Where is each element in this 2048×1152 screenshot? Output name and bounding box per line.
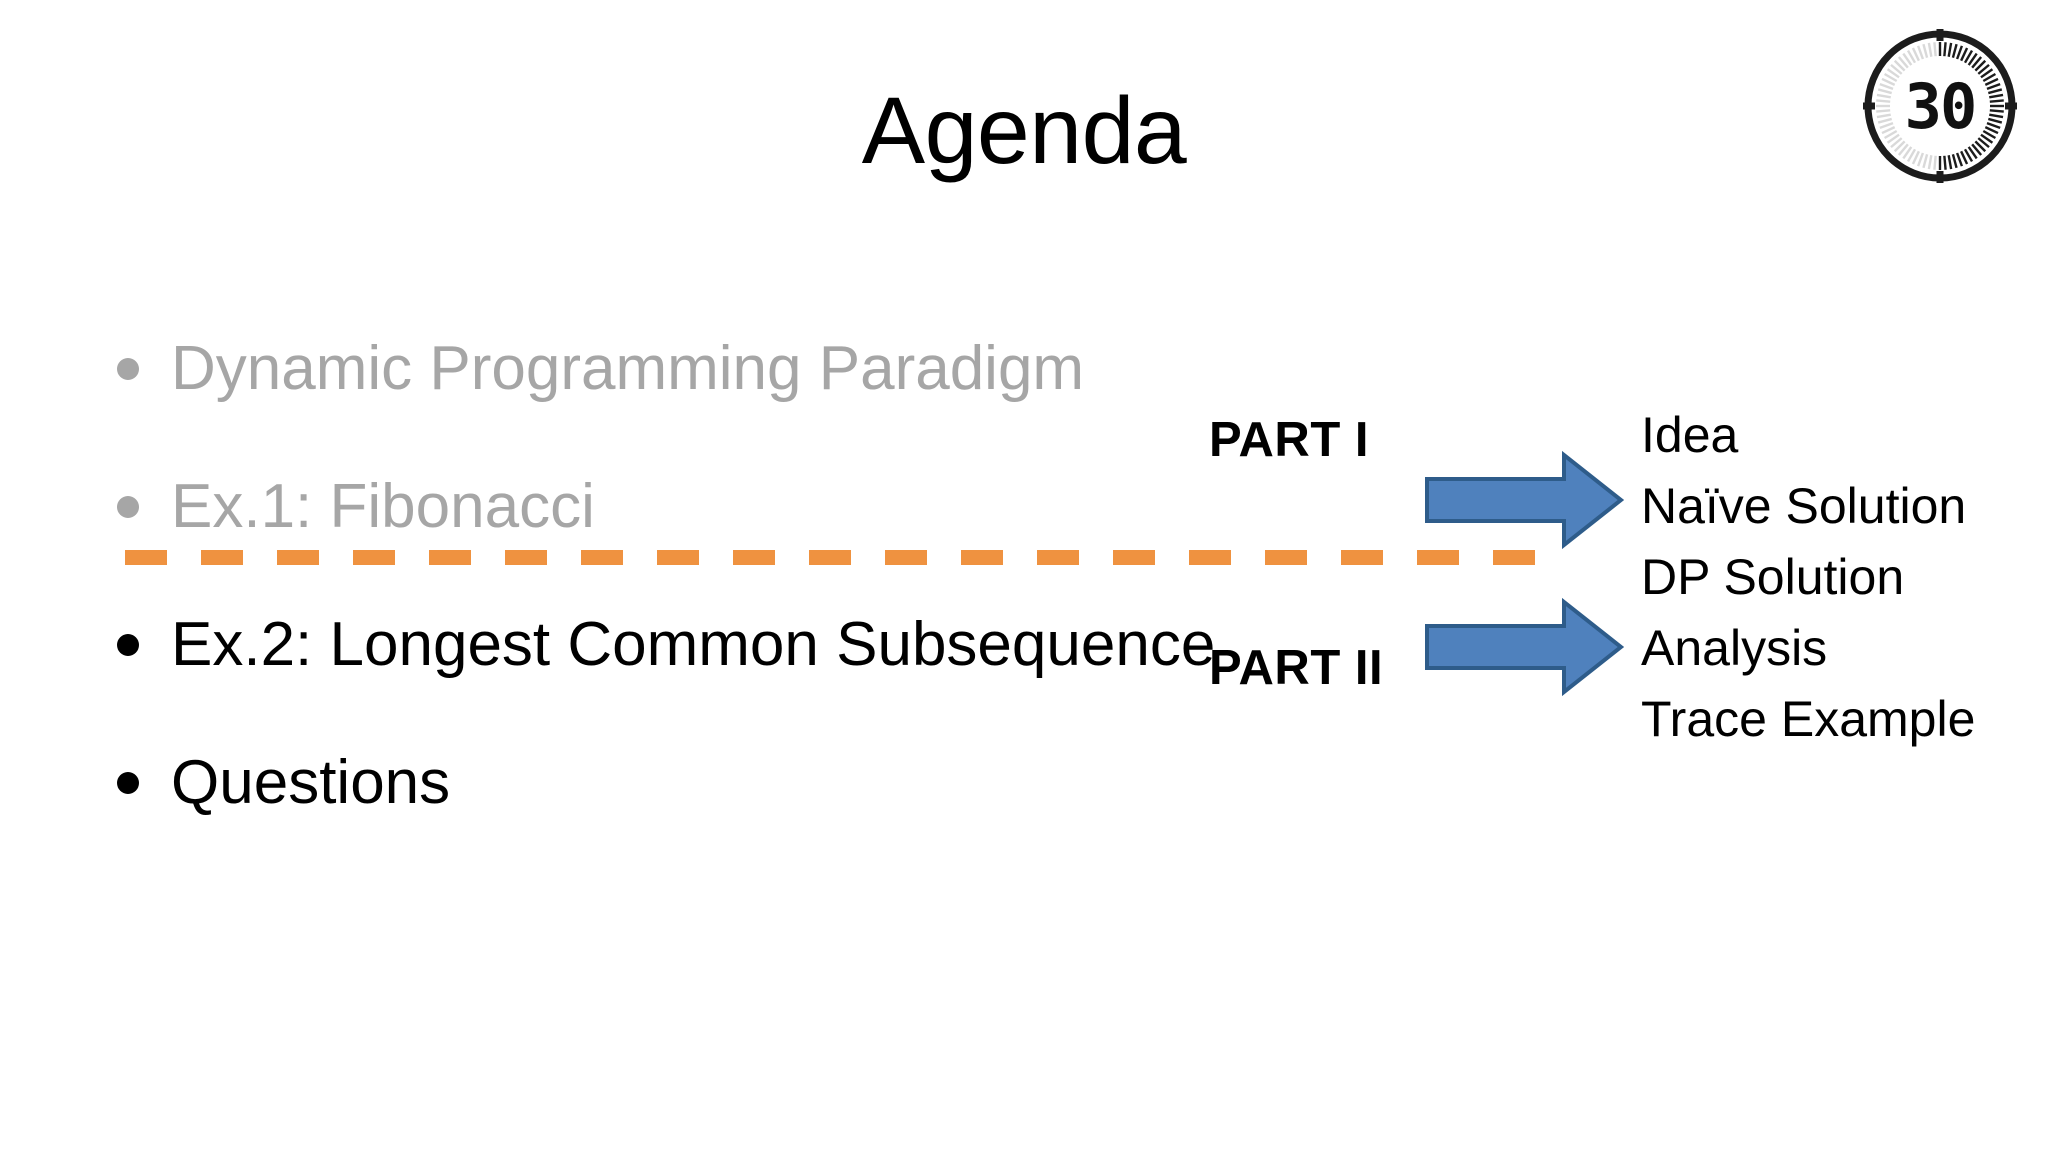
bullet-icon <box>117 634 139 656</box>
dashed-divider-line <box>125 550 1537 565</box>
subtopic-item: Naïve Solution <box>1641 478 1967 534</box>
dashed-divider <box>125 550 1540 570</box>
bullet-icon <box>117 358 139 380</box>
subtopic-item: DP Solution <box>1641 549 1905 605</box>
agenda-item-label: Ex.1: Fibonacci <box>171 471 595 541</box>
agenda-item-label: Ex.2: Longest Common Subsequence <box>171 609 1216 679</box>
part-two-label: PART II <box>1209 641 1384 695</box>
stopwatch-value: 30 <box>1905 70 1976 143</box>
agenda-item-label: Questions <box>171 747 451 817</box>
page-title: Agenda <box>861 78 1187 184</box>
subtopic-item: Trace Example <box>1641 691 1976 747</box>
bullet-icon <box>117 772 139 794</box>
list-item[interactable]: Ex.1: Fibonacci <box>110 438 1230 576</box>
list-item[interactable]: Questions <box>110 714 1230 852</box>
right-arrow-icon <box>1424 450 1624 550</box>
part-one-label: PART I <box>1209 413 1369 467</box>
right-arrow-icon <box>1424 597 1624 697</box>
subtopic-list: Idea Naïve Solution DP Solution Analysis… <box>1641 400 2041 755</box>
subtopic-item: Analysis <box>1641 620 1828 676</box>
agenda-list: Dynamic Programming Paradigm Ex.1: Fibon… <box>110 300 1230 852</box>
stopwatch-icon: 30 <box>1852 18 2028 194</box>
agenda-item-label: Dynamic Programming Paradigm <box>171 333 1085 403</box>
list-item[interactable]: Dynamic Programming Paradigm <box>110 300 1230 438</box>
list-item[interactable]: Ex.2: Longest Common Subsequence <box>110 576 1230 714</box>
bullet-icon <box>117 496 139 518</box>
subtopic-item: Idea <box>1641 407 1739 463</box>
